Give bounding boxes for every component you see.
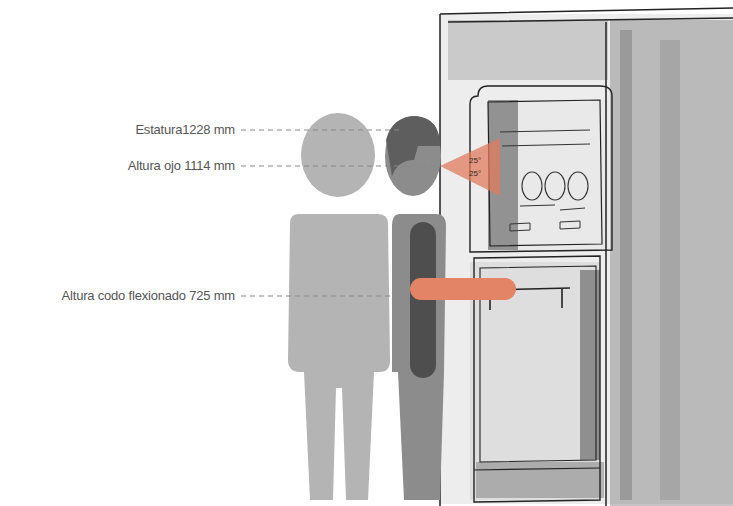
kiosk-sketch: [440, 8, 733, 506]
dimension-label: Estatura1228 mm: [135, 122, 235, 138]
sight-cone: [440, 138, 500, 196]
angle-label: 25°: [469, 169, 481, 178]
dimension-label: Altura ojo 1114 mm: [128, 158, 235, 174]
angle-label: 25°: [469, 156, 481, 165]
dimension-label: Altura codo flexionado 725 mm: [62, 288, 235, 304]
child-silhouette: [288, 113, 390, 500]
child-silhouette: [385, 116, 516, 500]
leader-line: [241, 130, 436, 296]
